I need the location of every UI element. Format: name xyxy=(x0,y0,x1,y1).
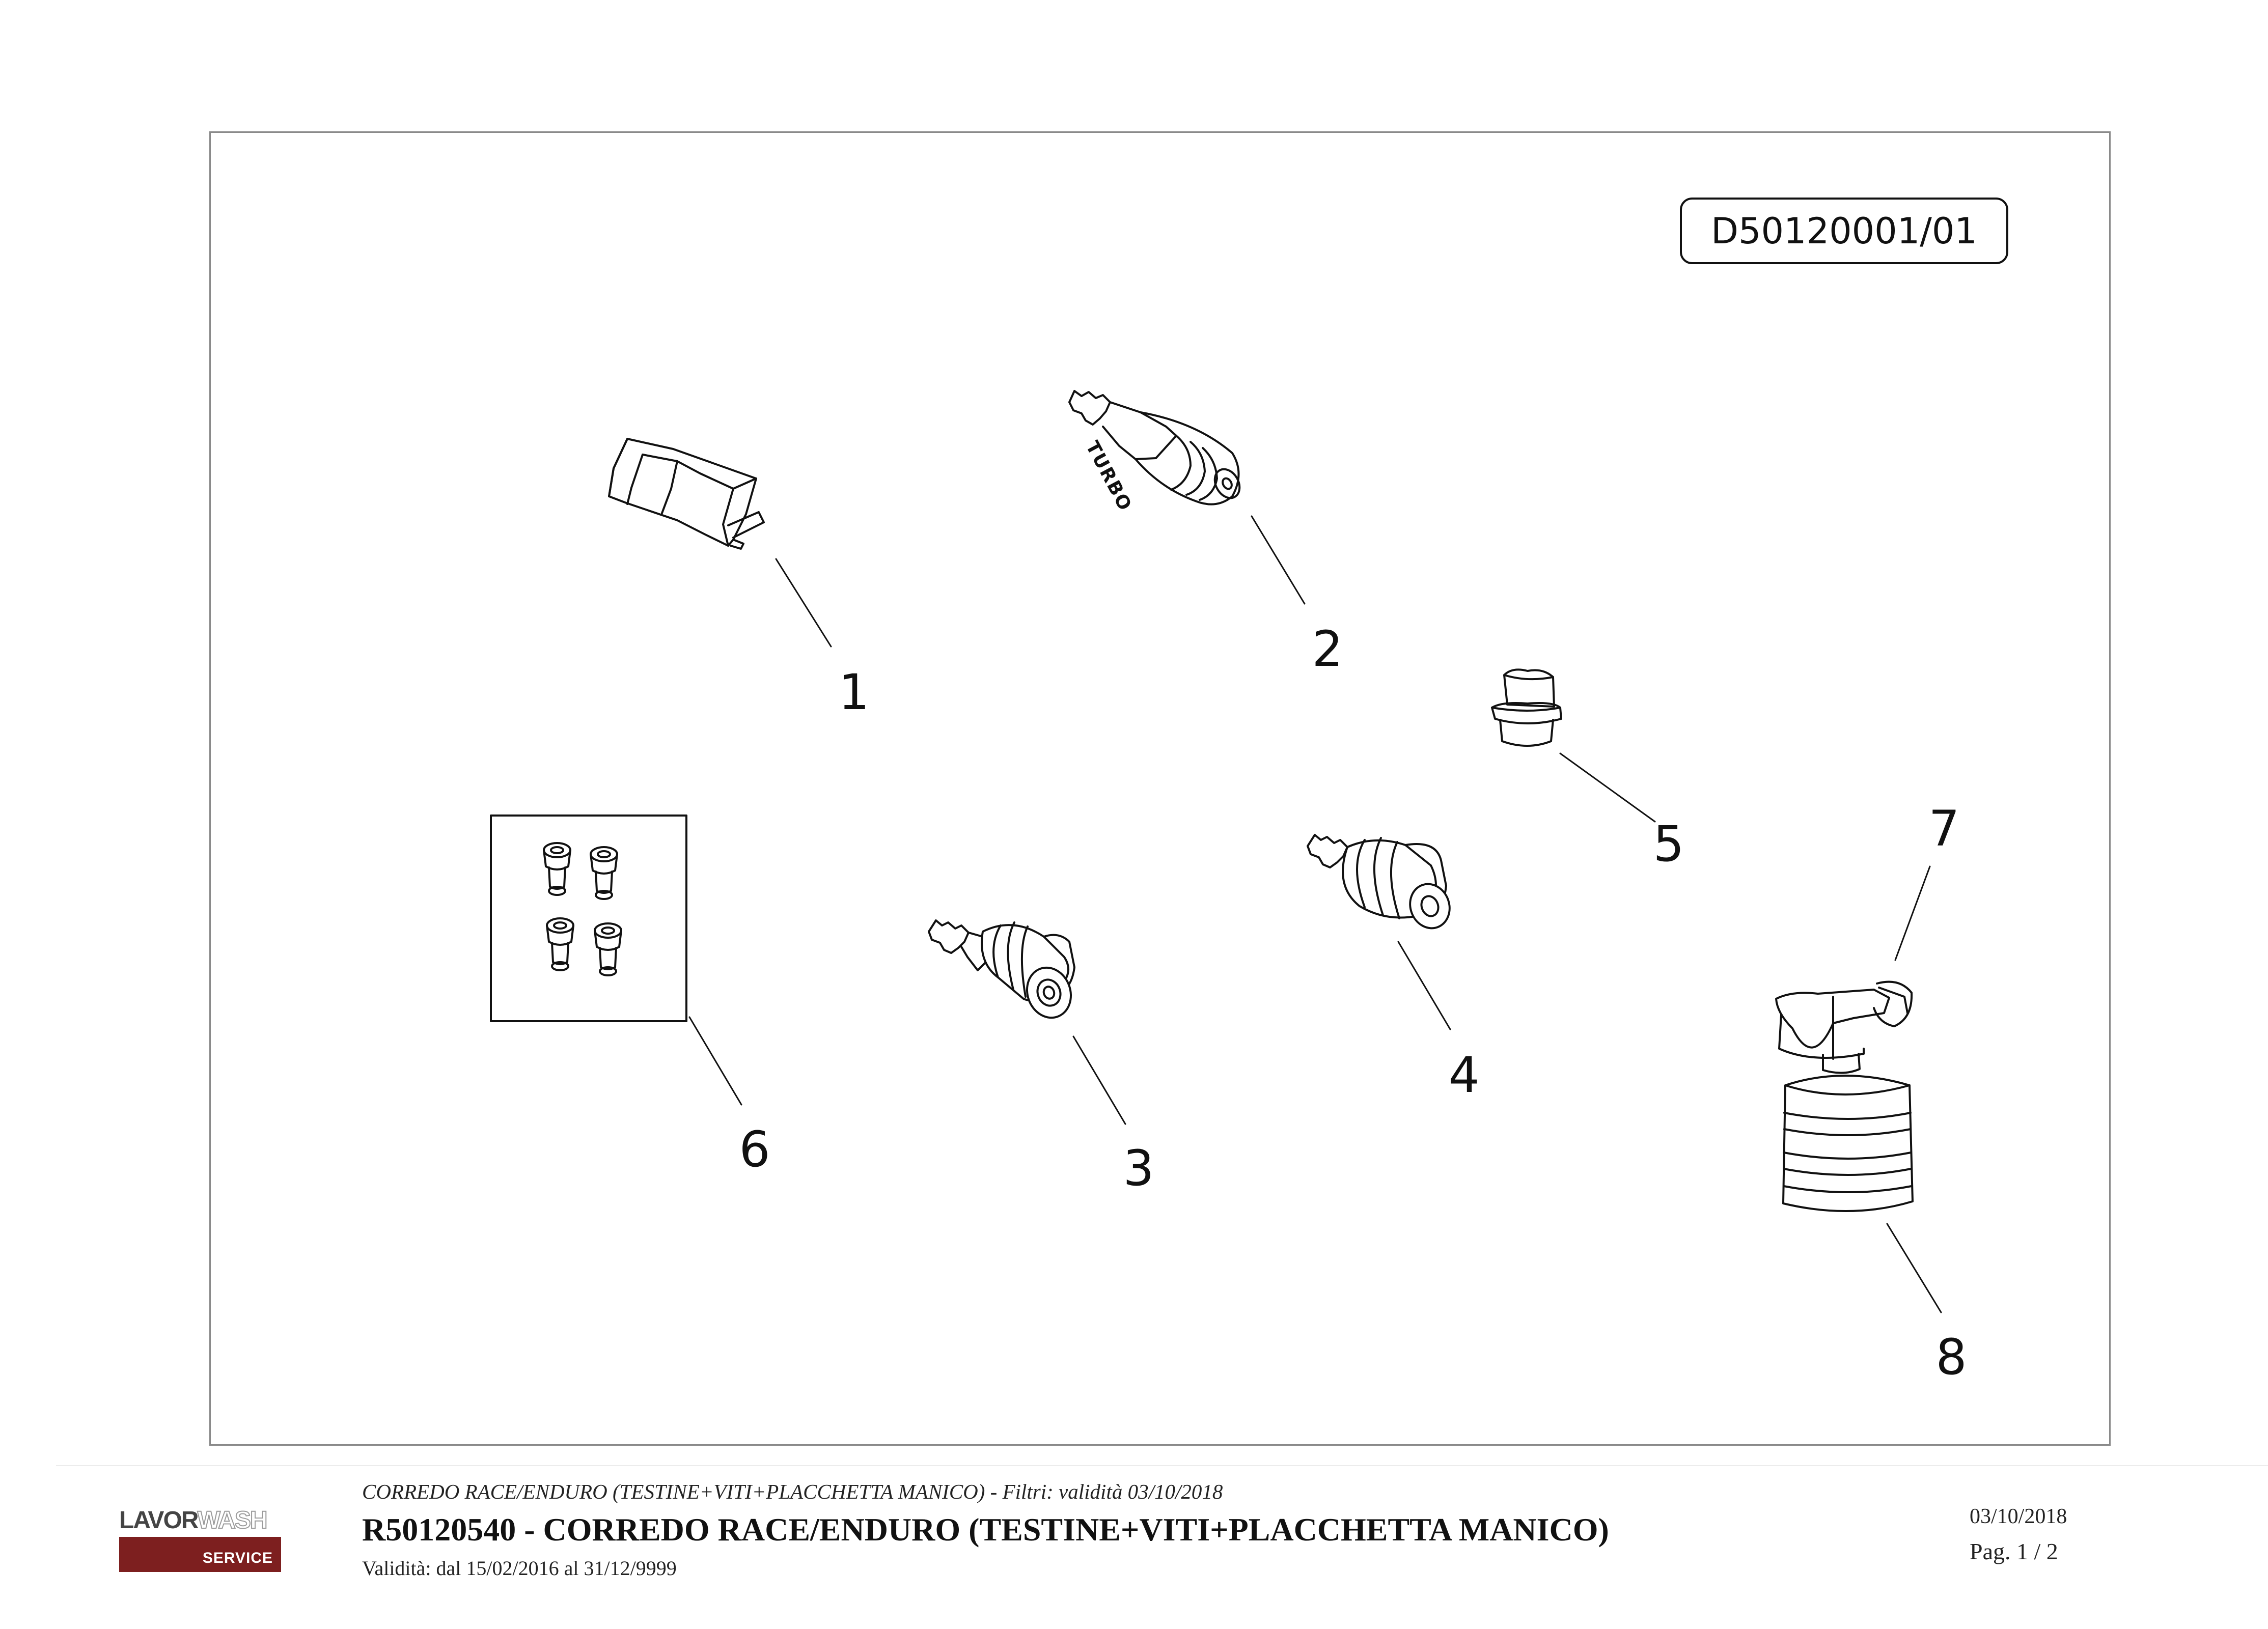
callout-4[interactable]: 4 xyxy=(1448,1047,1480,1104)
part-2-turbo-nozzle[interactable] xyxy=(1068,390,1244,505)
screw-4 xyxy=(594,922,622,976)
logo-service-text: SERVICE xyxy=(202,1550,273,1566)
screw-2 xyxy=(590,846,618,900)
logo-brand: LAVOR xyxy=(119,1507,199,1534)
callout-7[interactable]: 7 xyxy=(1928,800,1960,857)
part-3-nozzle-head[interactable] xyxy=(928,919,1078,1024)
callout-6[interactable]: 6 xyxy=(739,1121,770,1178)
footer-divider xyxy=(56,1465,2268,1466)
drawing-frame xyxy=(209,131,2111,1446)
part-8-detergent-bottle[interactable] xyxy=(1782,1075,1914,1213)
logo-brand-light: WASH xyxy=(197,1507,268,1534)
leader-lines xyxy=(688,515,1942,1313)
part-5-plug[interactable] xyxy=(1491,668,1562,747)
footer-subtitle: CORREDO RACE/ENDURO (TESTINE+VITI+PLACCH… xyxy=(362,1480,1223,1503)
drawing-code: D50120001/01 xyxy=(1711,210,1977,252)
screw-1 xyxy=(543,842,571,896)
callout-5[interactable]: 5 xyxy=(1653,816,1684,873)
callout-8[interactable]: 8 xyxy=(1935,1329,1967,1386)
part-4-adjustable-nozzle[interactable] xyxy=(1307,834,1456,934)
footer-validity: Validità: dal 15/02/2016 al 31/12/9999 xyxy=(362,1557,677,1580)
part-1-handle-plate[interactable] xyxy=(608,438,765,550)
part-7-bottle-cap[interactable] xyxy=(1775,980,1913,1074)
footer-date: 03/10/2018 xyxy=(1970,1505,2067,1528)
drawing-code-box: D50120001/01 xyxy=(1680,198,2008,264)
footer-title: R50120540 - CORREDO RACE/ENDURO (TESTINE… xyxy=(362,1511,1609,1548)
screw-3 xyxy=(546,917,574,971)
callout-1[interactable]: 1 xyxy=(838,664,870,721)
exploded-parts-drawing xyxy=(490,390,1942,1313)
logo-service-bar: SERVICE xyxy=(119,1537,281,1572)
part-6-screw-set[interactable] xyxy=(490,814,687,1022)
lavor-wash-service-logo: LAVORWASH SERVICE xyxy=(119,1508,281,1572)
footer-page-number: Pag. 1 / 2 xyxy=(1970,1538,2058,1564)
callout-2[interactable]: 2 xyxy=(1312,621,1343,678)
callout-3[interactable]: 3 xyxy=(1123,1140,1154,1197)
